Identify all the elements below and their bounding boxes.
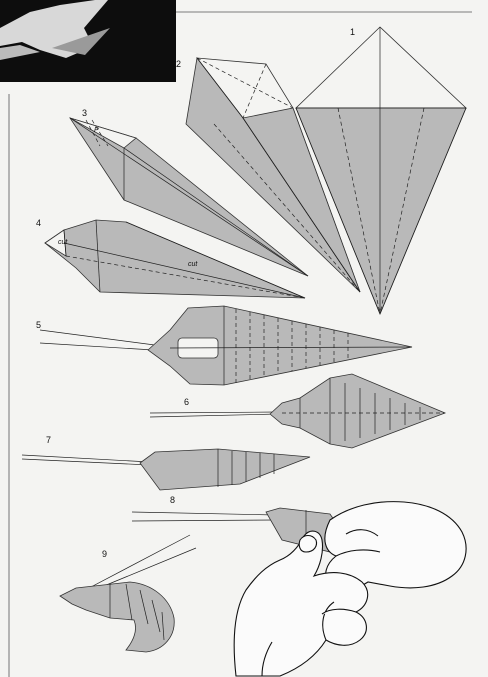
step-number-3: 3 [82, 108, 87, 118]
hands-drawing [233, 501, 467, 677]
p-mark: P [94, 127, 99, 134]
step-number-8: 8 [170, 495, 175, 505]
step-5-fold [39, 305, 413, 386]
step-number-1: 1 [350, 27, 355, 37]
step-2-fold [185, 57, 361, 293]
step-number-6: 6 [184, 397, 189, 407]
step-7-fold [21, 448, 311, 491]
step-number-2: 2 [176, 59, 181, 69]
cut-label-body: cut [188, 261, 198, 268]
step-9-shrimp [59, 534, 197, 653]
photo-fragment [0, 0, 176, 82]
step-number-9: 9 [102, 549, 107, 559]
step-number-7: 7 [46, 435, 51, 445]
step-4-fold [44, 219, 306, 299]
step-number-4: 4 [36, 218, 41, 228]
step-1-kite [295, 26, 468, 316]
cut-label-head: cut [58, 239, 68, 246]
step-3-fold [69, 117, 309, 277]
step-number-5: 5 [36, 320, 41, 330]
step-6-fold [149, 373, 447, 449]
